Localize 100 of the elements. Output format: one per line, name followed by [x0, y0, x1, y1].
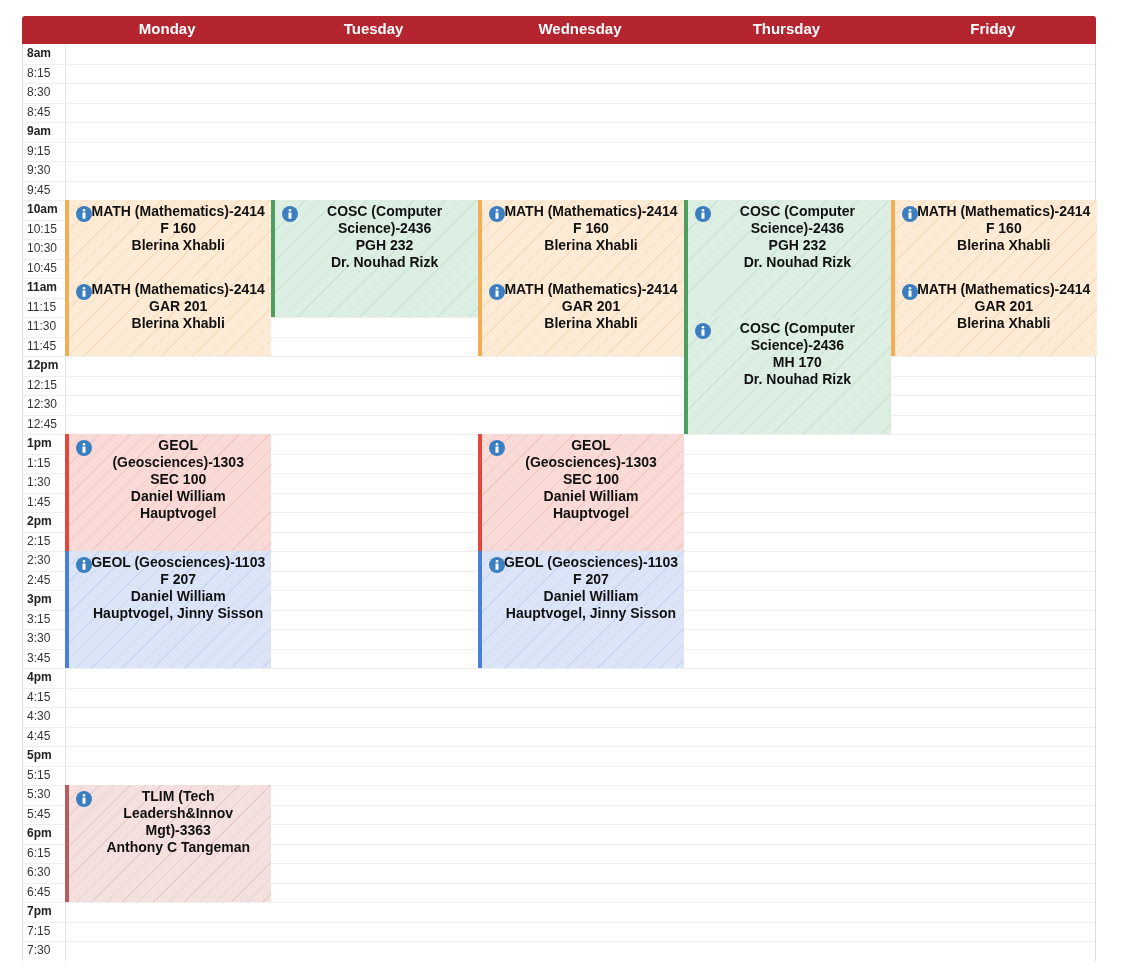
event-card — [65, 785, 272, 902]
time-label: 2:45 — [27, 571, 51, 589]
time-label: 7:30 — [27, 942, 51, 959]
room-label: SEC 100 — [149, 471, 208, 488]
time-label: 3:30 — [27, 630, 51, 647]
time-label: 9:30 — [27, 162, 51, 179]
instructor-name: Daniel William Hauptvogel — [542, 488, 640, 522]
time-label: 11:45 — [27, 337, 57, 355]
instructor-name: Dr. Nouhad Rizk — [742, 371, 853, 388]
instructor-name: Blerina Xhabli — [543, 315, 639, 332]
event-card — [271, 200, 478, 317]
course-title: MATH (Mathematics)-2414 — [916, 281, 1091, 298]
time-label: 10:15 — [27, 220, 58, 238]
course-title: TLIM (Tech Leadersh&Innov Mgt)-3363 — [122, 788, 235, 839]
room-label: GAR 201 — [560, 298, 622, 315]
day-heading: Thursday — [751, 19, 822, 39]
instructor-name: Blerina Xhabli — [956, 315, 1052, 332]
course-title: MATH (Mathematics)-2414 — [916, 203, 1091, 220]
time-label: 1:30 — [27, 474, 51, 491]
course-title: MATH (Mathematics)-2414 — [91, 203, 266, 220]
instructor-name: Blerina Xhabli — [956, 237, 1052, 254]
course-title: COSC (Computer Science)-2436 — [738, 320, 856, 354]
instructor-name: Blerina Xhabli — [130, 237, 226, 254]
instructor-name: Dr. Nouhad Rizk — [742, 254, 853, 271]
course-title: GEOL (Geosciences)-1103 — [91, 554, 266, 571]
time-label: 10am — [27, 201, 58, 218]
time-label: 6:30 — [27, 864, 51, 881]
event-card — [890, 200, 1097, 278]
time-label: 9:15 — [27, 142, 51, 160]
room-label: MH 170 — [771, 354, 823, 371]
room-label: GAR 201 — [973, 298, 1034, 315]
day-heading: Tuesday — [342, 19, 405, 39]
time-label: 9am — [27, 123, 52, 140]
course-title: COSC (Computer Science)-2436 — [738, 203, 856, 237]
time-label: 8:45 — [27, 103, 51, 121]
time-label: 12:15 — [27, 376, 58, 394]
time-label: 5:45 — [27, 805, 51, 823]
time-label: 3pm — [27, 591, 52, 608]
room-label: PGH 232 — [767, 237, 828, 254]
time-label: 11am — [27, 279, 58, 296]
time-label: 6:45 — [27, 883, 51, 901]
time-label: 6pm — [27, 825, 52, 842]
time-label: 5pm — [27, 747, 52, 764]
time-label: 2pm — [27, 513, 52, 530]
time-label: 8:30 — [27, 84, 51, 101]
time-label: 12pm — [27, 357, 59, 374]
time-label: 1:45 — [27, 493, 51, 511]
room-label: F 207 — [572, 571, 610, 588]
time-label: 4pm — [27, 669, 52, 686]
instructor-name: Daniel William Hauptvogel, Jinny Sisson — [504, 588, 678, 622]
event-card — [65, 200, 272, 278]
time-label: 10:45 — [27, 259, 58, 277]
event-card — [477, 200, 685, 278]
course-title: MATH (Mathematics)-2414 — [503, 281, 679, 298]
room-label: F 160 — [159, 220, 198, 237]
instructor-name: Blerina Xhabli — [543, 237, 639, 254]
time-label: 6:15 — [27, 844, 51, 862]
course-title: GEOL (Geosciences)-1303 — [111, 437, 245, 471]
time-label: 12:45 — [27, 415, 58, 433]
event-card — [65, 434, 272, 551]
time-label: 3:15 — [27, 610, 51, 628]
time-label: 12:30 — [27, 396, 58, 413]
event-card — [890, 278, 1097, 356]
instructor-name: Daniel William Hauptvogel, Jinny Sisson — [92, 588, 265, 622]
time-label: 8:15 — [27, 64, 51, 82]
day-heading: Friday — [969, 19, 1017, 39]
time-label: 4:45 — [27, 727, 51, 745]
time-label: 2:30 — [27, 552, 51, 569]
event-card — [477, 551, 685, 668]
time-label: 1:15 — [27, 454, 51, 472]
course-title: MATH (Mathematics)-2414 — [91, 281, 266, 298]
event-card — [65, 278, 272, 356]
day-heading: Monday — [137, 19, 197, 39]
room-label: F 207 — [159, 571, 198, 588]
time-label: 5:15 — [27, 766, 51, 784]
instructor-name: Blerina Xhabli — [130, 315, 226, 332]
event-card — [684, 200, 891, 317]
event-card — [684, 317, 891, 434]
time-label: 7:15 — [27, 922, 51, 940]
time-label: 4:30 — [27, 708, 51, 725]
time-label: 11:30 — [27, 318, 57, 335]
event-card — [477, 434, 685, 551]
room-label: F 160 — [572, 220, 610, 237]
room-label: SEC 100 — [561, 471, 620, 488]
time-label: 9:45 — [27, 181, 51, 199]
time-label: 2:15 — [27, 532, 51, 550]
event-card — [65, 551, 272, 668]
course-title: MATH (Mathematics)-2414 — [503, 203, 679, 220]
time-label: 7pm — [27, 903, 52, 920]
time-label: 8am — [27, 45, 52, 62]
instructor-name: Dr. Nouhad Rizk — [329, 254, 440, 271]
event-card — [477, 278, 685, 356]
room-label: PGH 232 — [354, 237, 415, 254]
time-label: 10:30 — [27, 240, 58, 257]
course-title: GEOL (Geosciences)-1103 — [503, 554, 679, 571]
course-title: GEOL (Geosciences)-1303 — [524, 437, 658, 471]
instructor-name: Daniel William Hauptvogel — [129, 488, 227, 522]
instructor-name: Anthony C Tangeman — [105, 839, 251, 856]
time-label: 5:30 — [27, 786, 51, 803]
room-label: F 160 — [984, 220, 1023, 237]
